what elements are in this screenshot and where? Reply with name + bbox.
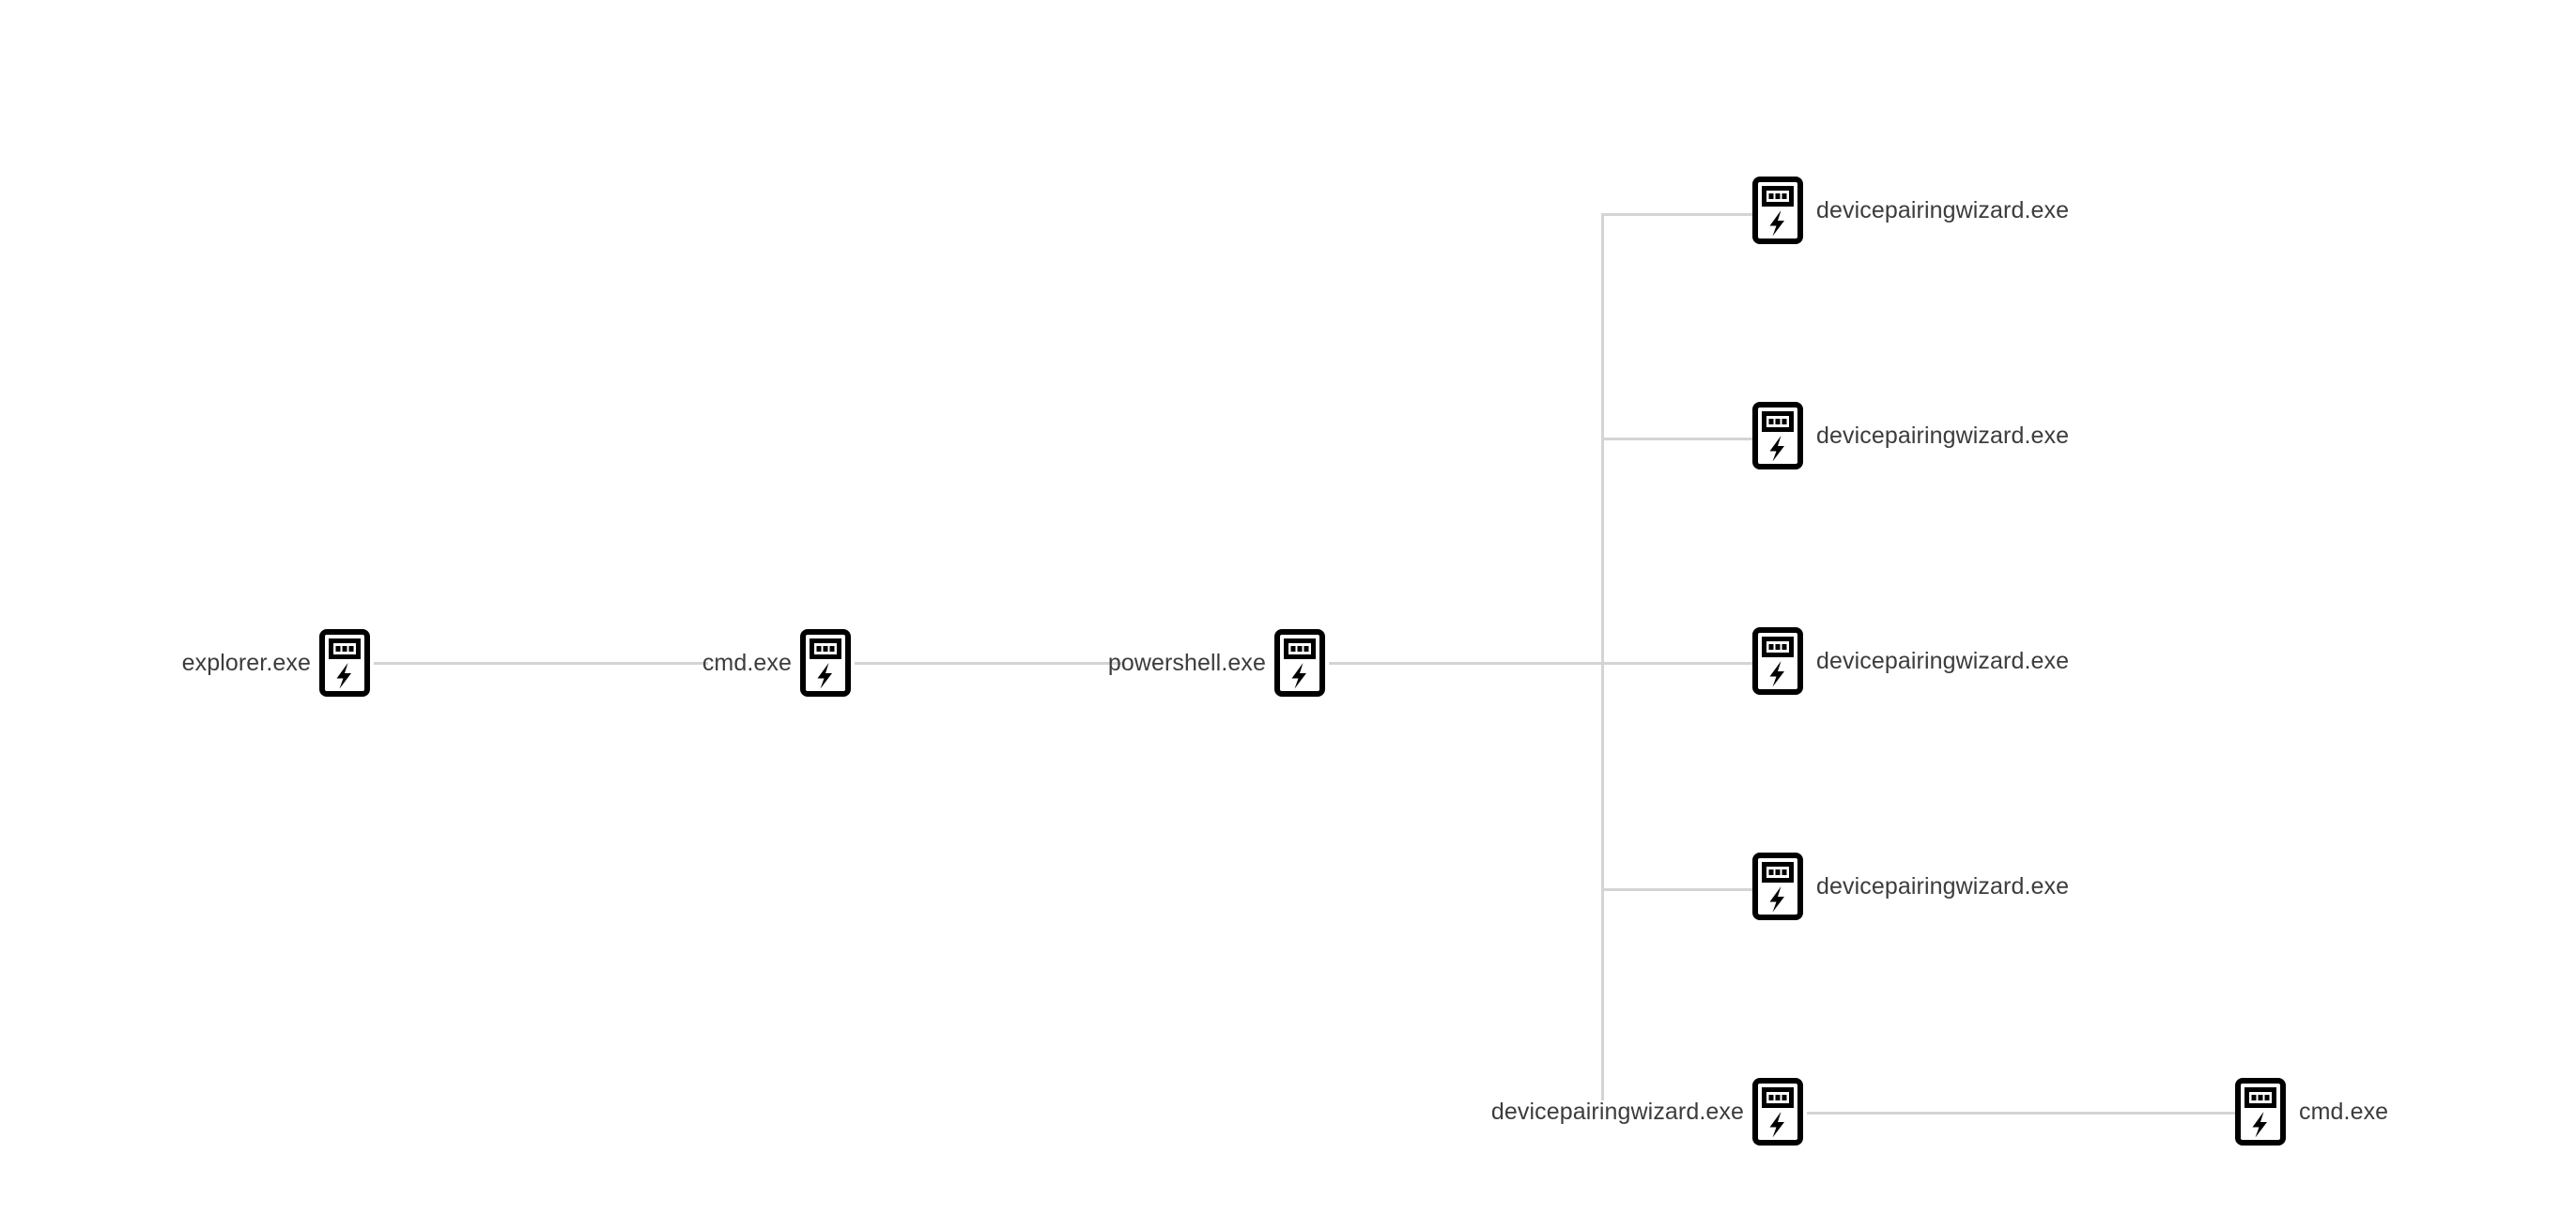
process-node-label: devicepairingwizard.exe [1816,872,2070,900]
process-node-label: explorer.exe [181,649,311,676]
process-executable-icon [1752,177,1803,244]
tree-edge [1601,662,1754,665]
process-node[interactable]: cmd.exe [0,629,851,697]
tree-edge [1601,213,1754,216]
process-node-label: cmd.exe [2299,1098,2389,1125]
tree-edge [1601,438,1754,440]
process-executable-icon [1752,627,1803,695]
process-node[interactable]: explorer.exe [0,629,370,697]
process-node-label: powershell.exe [1107,649,1266,676]
process-executable-icon [1274,629,1325,697]
process-node[interactable]: cmd.exe [2235,1078,2388,1146]
tree-edge [1601,888,1754,891]
process-executable-icon [1752,1078,1803,1146]
process-node[interactable]: devicepairingwizard.exe [1752,177,2069,244]
process-node-label: devicepairingwizard.exe [1816,422,2070,449]
process-node[interactable]: devicepairingwizard.exe [1752,402,2069,469]
process-node[interactable]: devicepairingwizard.exe [1752,627,2069,695]
process-node-label: devicepairingwizard.exe [1490,1098,1744,1125]
process-node-label: cmd.exe [702,649,792,676]
process-node[interactable]: devicepairingwizard.exe [1752,853,2069,920]
tree-edge [1601,213,1604,1100]
process-executable-icon [800,629,851,697]
process-executable-icon [1752,853,1803,920]
tree-edge [855,662,1122,665]
process-node[interactable]: powershell.exe [0,629,1325,697]
process-executable-icon [1752,402,1803,469]
tree-edge [1807,1112,2237,1115]
process-node[interactable]: devicepairingwizard.exe [0,1078,1803,1146]
process-node-label: devicepairingwizard.exe [1816,647,2070,674]
process-executable-icon [2235,1078,2286,1146]
process-executable-icon [319,629,370,697]
tree-edge [374,662,708,665]
tree-edge [1329,662,1601,665]
process-node-label: devicepairingwizard.exe [1816,196,2070,223]
